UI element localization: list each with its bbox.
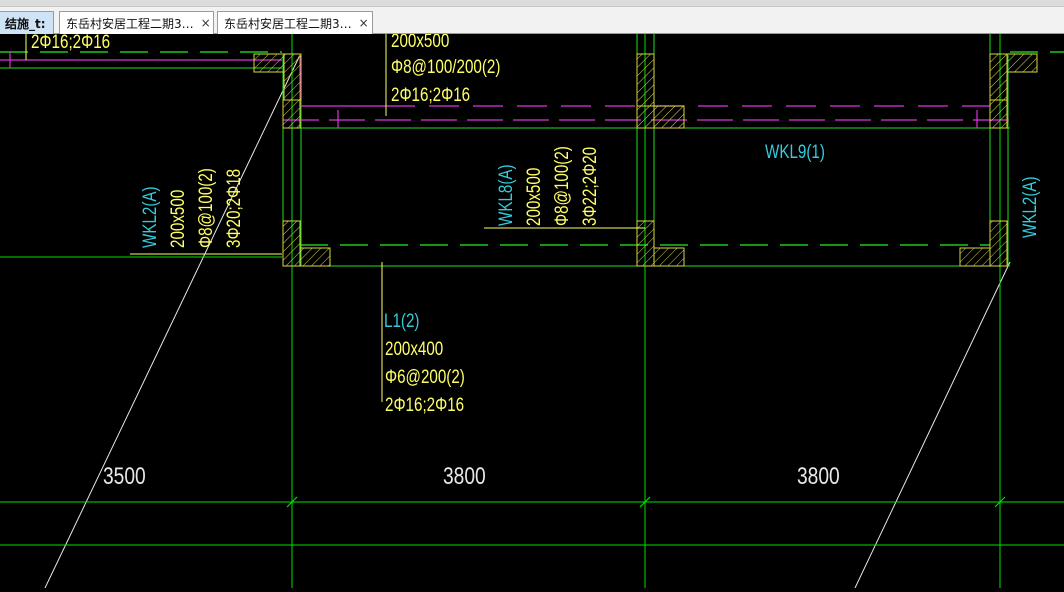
l1-name: L1(2) <box>384 309 419 331</box>
leader-lines <box>25 34 645 402</box>
wkl2-right-name: WKL2(A) <box>1018 176 1040 238</box>
wkl8-rebar: 3Φ22;2Φ20 <box>578 147 600 226</box>
wkl2-left-rebar: 3Φ20;2Φ18 <box>222 169 244 248</box>
dimension-span-3: 3800 <box>797 462 840 490</box>
tab-label: 东岳村安居工程二期3… <box>224 16 352 31</box>
annotation-top-stirrup: Φ8@100/200(2) <box>391 55 500 77</box>
cad-drawing-canvas[interactable]: 2Φ16;2Φ16 200x500 Φ8@100/200(2) 2Φ16;2Φ1… <box>0 29 1064 589</box>
annotation-top-left: 2Φ16;2Φ16 <box>31 34 110 52</box>
tab-label: 东岳村安居工程二期3… <box>66 16 194 31</box>
annotation-top-rebar: 2Φ16;2Φ16 <box>391 83 470 105</box>
close-icon[interactable]: × <box>200 16 211 30</box>
tab-drawing-3[interactable]: 东岳村安居工程二期3… × <box>217 11 373 34</box>
magenta-rebar-lines <box>0 52 1010 128</box>
dimension-labels: 3500 3800 3800 <box>103 462 840 490</box>
l1-size: 200x400 <box>385 337 443 359</box>
tab-drawing-1[interactable]: 结施_t: × <box>0 11 54 34</box>
l1-stirrup: Φ6@200(2) <box>385 365 465 387</box>
wkl9-name: WKL9(1) <box>765 140 825 162</box>
wkl2-left-stirrup: Φ8@100(2) <box>194 168 216 248</box>
beam-names: WKL2(A) WKL8(A) WKL9(1) WKL2(A) L1(2) <box>138 140 1040 331</box>
beam-annotations: 2Φ16;2Φ16 200x500 Φ8@100/200(2) 2Φ16;2Φ1… <box>31 29 600 415</box>
close-icon[interactable]: × <box>358 16 369 30</box>
tab-drawing-2[interactable]: 东岳村安居工程二期3… × <box>59 11 214 34</box>
wkl8-name: WKL8(A) <box>494 164 516 226</box>
annotation-top-size: 200x500 <box>391 34 449 51</box>
wkl2-left-name: WKL2(A) <box>138 186 160 248</box>
diagonal-lines <box>44 54 1011 589</box>
dimension-ticks <box>286 496 1006 508</box>
wkl8-size: 200x500 <box>522 168 544 226</box>
hatched-columns <box>253 53 1038 267</box>
toolbar-strip <box>0 0 1064 7</box>
wkl2-left-size: 200x500 <box>166 190 188 248</box>
dimension-span-1: 3500 <box>103 462 146 490</box>
l1-rebar: 2Φ16;2Φ16 <box>385 393 464 415</box>
axis-grid-lines <box>0 34 1064 588</box>
dimension-span-2: 3800 <box>443 462 486 490</box>
tab-label: 结施_t: <box>5 16 46 31</box>
document-tab-bar: 结施_t: × 东岳村安居工程二期3… × 东岳村安居工程二期3… × <box>0 0 1064 34</box>
close-icon[interactable]: × <box>53 17 54 29</box>
wkl8-stirrup: Φ8@100(2) <box>550 146 572 226</box>
